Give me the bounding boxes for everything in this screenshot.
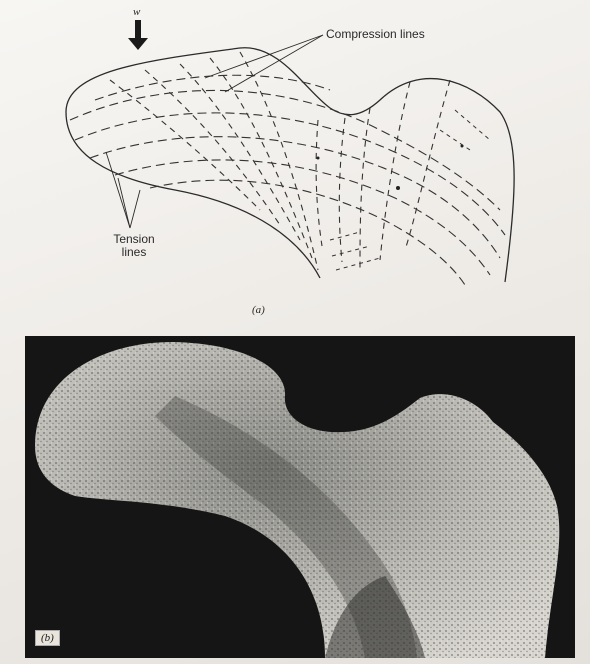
tension-label-line2: lines [107, 246, 161, 259]
tension-lines-label: Tension lines [107, 233, 161, 259]
femur-outline-drawing [0, 0, 590, 330]
compression-lines-label: Compression lines [326, 28, 425, 41]
figure-a-caption: (a) [252, 304, 265, 317]
load-arrow-icon [128, 20, 148, 50]
compression-lines [110, 52, 450, 270]
figure-b-caption: (b) [35, 630, 60, 646]
bone-photo-image [25, 336, 575, 658]
load-label: w [133, 6, 140, 19]
femur-stress-diagram: w Compression lines Tension lines (a) [0, 0, 590, 330]
femur-section-photo: (b) [25, 336, 575, 658]
